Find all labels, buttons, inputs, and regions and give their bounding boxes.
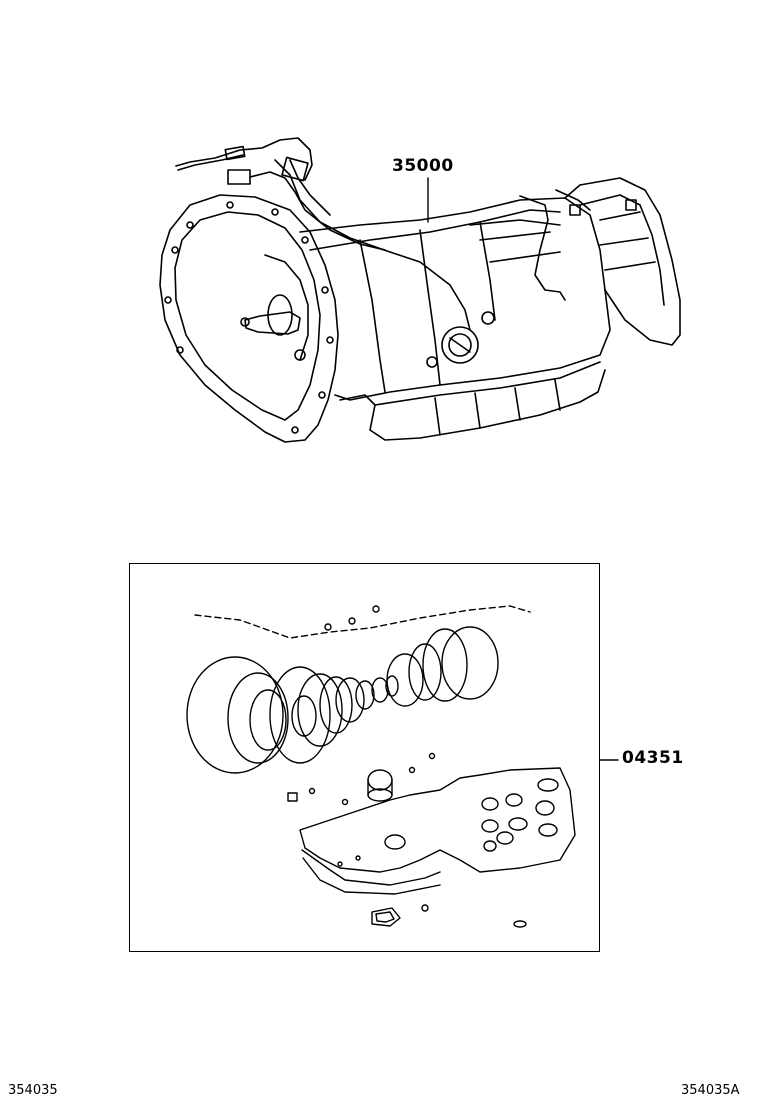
small-parts — [287, 752, 559, 928]
extension-housing — [564, 177, 681, 346]
transmission-case — [299, 197, 611, 441]
footer-right-reference: 354035A — [681, 1083, 740, 1098]
footer-left-reference: 354035 — [8, 1083, 58, 1098]
overhaul-kit-frame — [129, 563, 600, 952]
seal-rings — [186, 626, 499, 774]
transmission-part-number: 35000 — [392, 156, 454, 176]
bell-housing — [159, 194, 339, 443]
valve-body-gasket — [299, 767, 576, 895]
case-outline — [194, 605, 531, 639]
wiring-harness — [175, 137, 591, 331]
overhaul-kit-part-number: 04351 — [622, 748, 684, 768]
